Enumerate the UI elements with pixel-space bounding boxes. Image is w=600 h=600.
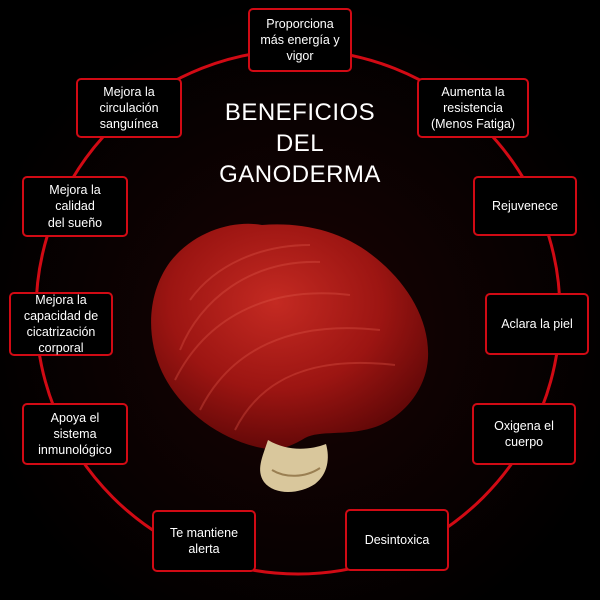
benefit-text-line: Aumenta la bbox=[441, 84, 505, 99]
benefit-text-line: del sueño bbox=[47, 215, 103, 230]
benefit-text: Rejuvenece bbox=[492, 198, 558, 214]
benefit-text-line: Mejora la bbox=[35, 292, 87, 307]
benefit-text-line: circulación bbox=[99, 100, 159, 115]
benefit-text-line: vigor bbox=[286, 49, 314, 64]
benefit-text-line: Te mantiene bbox=[169, 525, 239, 540]
benefit-text: Desintoxica bbox=[365, 532, 430, 548]
benefit-text-line: Proporciona bbox=[266, 16, 334, 31]
benefit-text-line: sistema bbox=[53, 426, 97, 441]
benefit-text-line: sanguínea bbox=[99, 117, 159, 132]
title-line: GANODERMA bbox=[219, 161, 381, 188]
benefit-text-line: más energía y bbox=[260, 32, 340, 47]
benefit-text: Oxigena el cuerpo bbox=[494, 418, 554, 451]
benefit-text-line: cicatrización bbox=[26, 325, 96, 339]
benefit-text-line: Mejora la bbox=[103, 84, 155, 99]
benefit-alerta: Te mantiene alerta bbox=[152, 510, 256, 572]
benefit-text-line: Desintoxica bbox=[364, 532, 430, 547]
benefit-text-line: Aclara la piel bbox=[501, 316, 573, 331]
title-line: BENEFICIOS bbox=[224, 99, 376, 126]
benefit-text-line: Apoya el bbox=[50, 410, 100, 425]
mushroom-cap bbox=[151, 223, 429, 450]
mushroom-stem bbox=[260, 440, 328, 492]
ganoderma-mushroom-image bbox=[151, 223, 429, 492]
benefit-rejuvenece: Rejuvenece bbox=[473, 176, 577, 236]
benefit-text: Aclara la piel bbox=[501, 316, 573, 332]
benefit-text-line: Mejora la calidad bbox=[49, 183, 101, 214]
diagram-title: BENEFICIOS DEL GANODERMA bbox=[205, 97, 395, 190]
benefit-text-line: Oxigena el bbox=[494, 418, 554, 433]
benefit-text-line: inmunológico bbox=[38, 443, 112, 458]
benefit-text-line: alerta bbox=[188, 542, 220, 556]
benefit-text-line: resistencia bbox=[443, 100, 503, 115]
benefit-desintoxica: Desintoxica bbox=[345, 509, 449, 571]
benefit-text-line: Rejuvenece bbox=[491, 198, 558, 213]
mushroom-stem-shadow bbox=[271, 467, 321, 477]
benefit-text-line: corporal bbox=[38, 341, 84, 356]
benefit-text-line: capacidad de bbox=[23, 308, 99, 323]
benefit-text-line: (Menos Fatiga) bbox=[430, 117, 516, 132]
mushroom-cap-ridges bbox=[174, 244, 396, 431]
title-line: DEL bbox=[275, 130, 325, 157]
benefit-text-line: cuerpo bbox=[504, 435, 544, 449]
benefit-aclara-piel: Aclara la piel bbox=[485, 293, 589, 355]
benefit-text: Te mantiene alerta bbox=[170, 525, 238, 558]
benefit-oxigena: Oxigena el cuerpo bbox=[472, 403, 576, 465]
